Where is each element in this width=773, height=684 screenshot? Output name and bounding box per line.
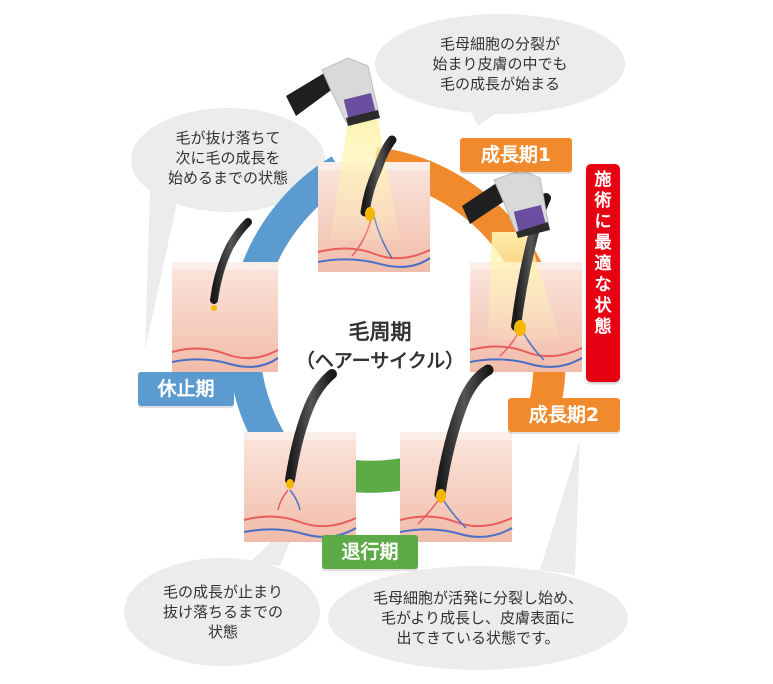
bubble-growth1: [375, 14, 625, 126]
cycle-subtitle: （ヘアーサイクル）: [295, 350, 465, 372]
bubble-growth2: [328, 440, 628, 670]
hair-follicle-growth2-late: [434, 364, 494, 503]
growth2-tag: 成長期2: [508, 398, 620, 432]
hair-follicle-icon: [360, 135, 397, 221]
skin-panel-telogen: [171, 262, 279, 372]
laser-device-icon-right: [462, 169, 550, 238]
optimal-treatment-badge: 施 術 に 最 適 な 状 態: [586, 164, 620, 382]
telogen-description: 毛が抜け落ちて 次に毛の成長を 始めるまでの状態: [167, 129, 288, 187]
growth1-description: 毛母細胞の分裂が 始まり皮膚の中でも 毛の成長が始まる: [432, 35, 568, 93]
telogen-tag: 休止期: [138, 372, 234, 406]
catagen-tag: 退行期: [322, 535, 418, 569]
hair-follicle-telogen: [210, 218, 252, 311]
growth2-description: 毛母細胞が活発に分裂し始め、 毛がより成長し、皮膚表面に 出てきている状態です。: [372, 589, 583, 647]
bubble-telogen: [131, 108, 325, 350]
catagen-description: 毛の成長が止まり 抜け落ちるまでの 状態: [162, 583, 283, 641]
growth1-tag: 成長期1: [460, 138, 572, 172]
laser-device-icon: [286, 57, 380, 126]
skin-panel-growth2-late: [399, 432, 513, 542]
cycle-title: 毛周期: [348, 320, 412, 344]
hair-follicle-catagen: [285, 369, 337, 489]
